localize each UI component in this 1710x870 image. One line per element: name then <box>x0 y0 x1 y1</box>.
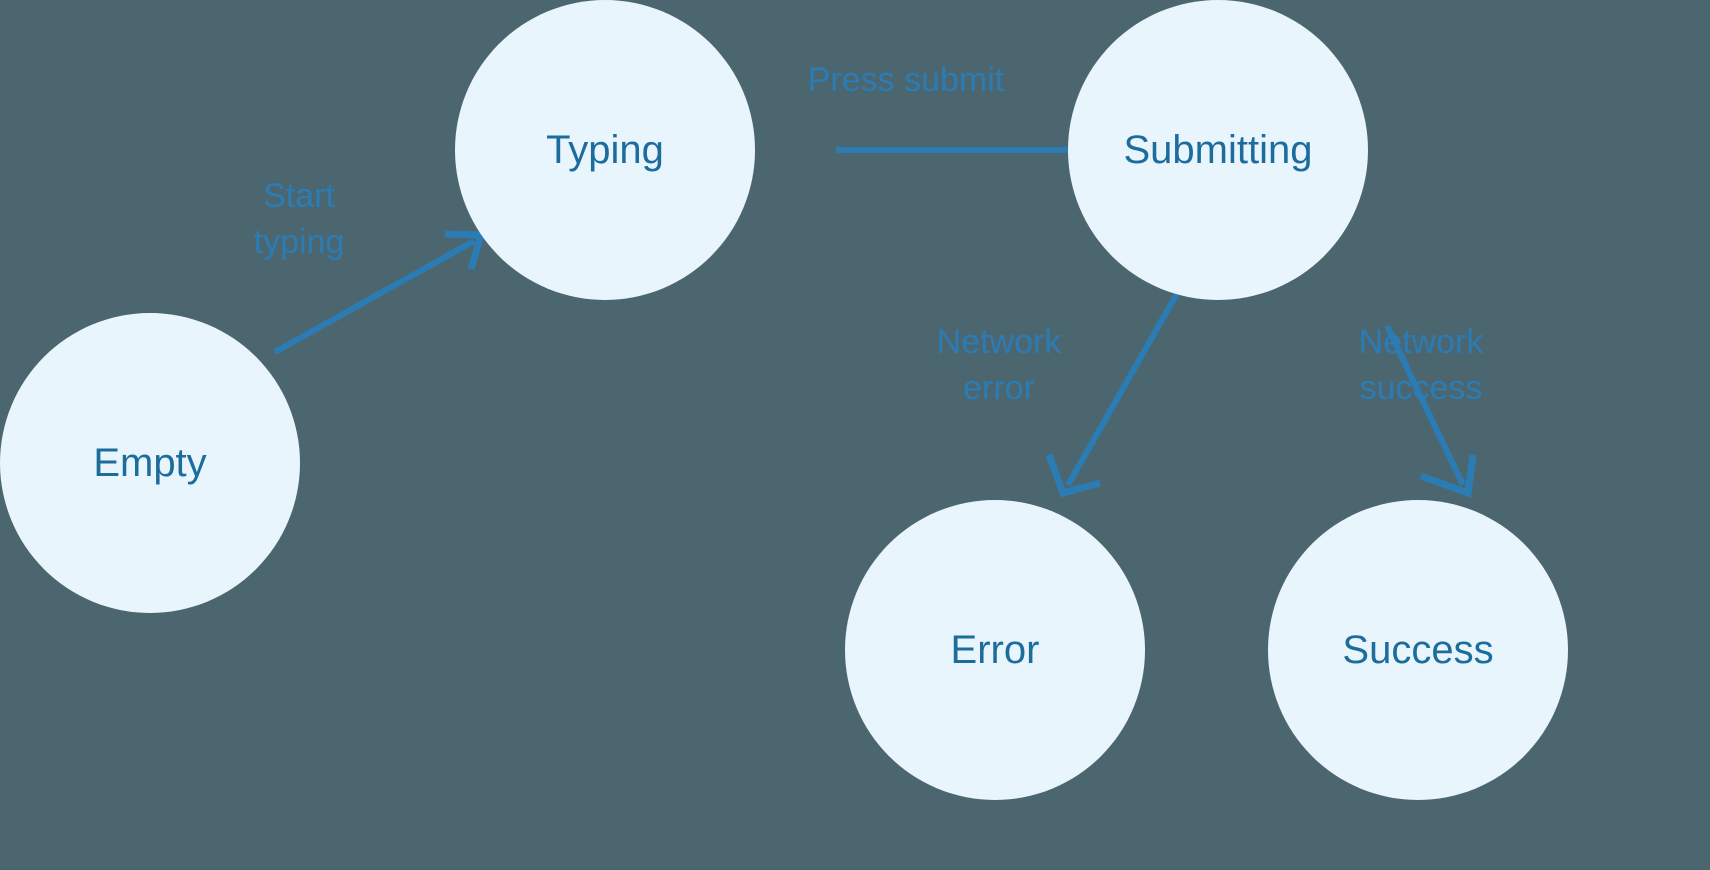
state-label-typing: Typing <box>546 128 664 172</box>
transition-empty-to-typing[interactable]: Start typing <box>254 177 486 355</box>
state-label-success: Success <box>1342 628 1493 672</box>
state-label-submitting: Submitting <box>1124 128 1313 172</box>
transition-submitting-to-success[interactable]: Network success <box>1359 323 1485 498</box>
transition-submitting-to-error[interactable]: Network error <box>937 290 1181 498</box>
arrowhead-submitting-to-success <box>1419 454 1477 498</box>
state-circle-typing <box>455 0 755 300</box>
state-circle-error <box>845 500 1145 800</box>
arrowhead-submitting-to-error <box>1045 453 1101 498</box>
edge-label-start-typing-line2: typing <box>254 223 345 261</box>
state-label-empty: Empty <box>93 441 206 485</box>
arrowhead-empty-to-typing <box>444 230 486 270</box>
edge-label-network-success-line2: success <box>1360 369 1483 407</box>
edge-line-submitting-to-error <box>1065 290 1181 487</box>
state-circle-submitting <box>1068 0 1368 300</box>
state-node-success[interactable]: Success <box>1268 500 1568 800</box>
edge-label-network-error-line2: error <box>963 369 1035 407</box>
transition-typing-to-submitting[interactable]: Press submit <box>808 61 1151 183</box>
state-node-error[interactable]: Error <box>845 500 1145 800</box>
state-node-empty[interactable]: Empty <box>0 313 300 613</box>
edge-line-submitting-to-success <box>1384 324 1466 487</box>
state-node-typing[interactable]: Typing <box>455 0 755 300</box>
edge-line-empty-to-typing <box>273 238 476 355</box>
state-circle-empty <box>0 313 300 613</box>
edge-label-press-submit: Press submit <box>808 61 1005 99</box>
edge-label-network-error-line1: Network <box>937 323 1063 361</box>
edge-label-network-success-line1: Network <box>1359 323 1485 361</box>
state-node-submitting[interactable]: Submitting <box>1068 0 1368 300</box>
state-label-error: Error <box>951 628 1040 672</box>
state-circle-success <box>1268 500 1568 800</box>
edge-label-start-typing-line1: Start <box>263 177 335 215</box>
